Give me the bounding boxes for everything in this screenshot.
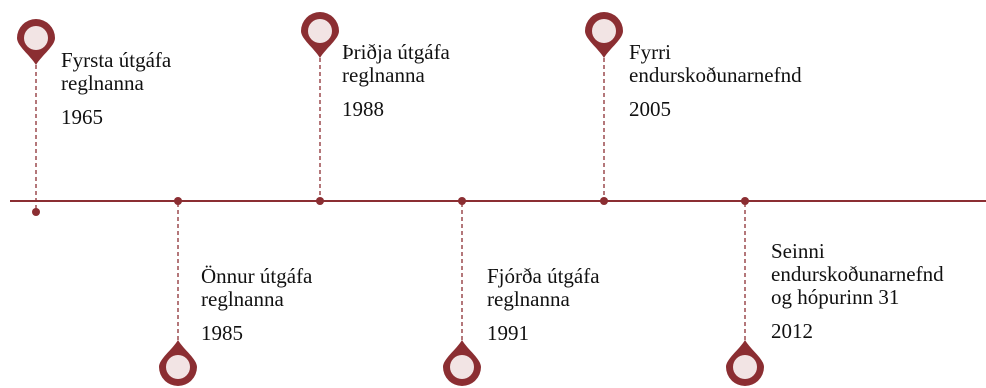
event-5-pin	[585, 12, 623, 205]
event-1-pin	[17, 19, 55, 216]
event-4-label: Fjórða útgáfa reglnanna 1991	[487, 265, 600, 345]
event-2-year: 1985	[201, 321, 243, 345]
event-2-label: Önnur útgáfa reglnanna 1985	[201, 265, 312, 345]
event-4-axis-dot	[458, 197, 466, 205]
event-1-axis-dot	[32, 208, 40, 216]
event-4-pin	[443, 197, 481, 386]
event-3-year: 1988	[342, 97, 384, 121]
event-2-marker-center	[166, 355, 190, 379]
event-6-title: Seinni endurskoðunarnefnd og hópurinn 31	[771, 239, 944, 309]
event-1-label: Fyrsta útgáfa reglnanna 1965	[61, 49, 171, 129]
event-4-marker-center	[450, 355, 474, 379]
event-5-label: Fyrri endurskoðunarnefnd 2005	[629, 41, 802, 121]
event-2-pin	[159, 197, 197, 386]
event-6-axis-dot	[741, 197, 749, 205]
event-5-year: 2005	[629, 97, 671, 121]
event-6-year: 2012	[771, 319, 813, 343]
event-6-pin	[726, 197, 764, 386]
event-6-marker-center	[733, 355, 757, 379]
event-4-year: 1991	[487, 321, 529, 345]
event-6-label: Seinni endurskoðunarnefnd og hópurinn 31…	[771, 240, 944, 343]
event-3-marker-center	[308, 19, 332, 43]
event-3-label: Þriðja útgáfa reglnanna 1988	[342, 41, 450, 121]
event-1-year: 1965	[61, 105, 103, 129]
event-1-title: Fyrsta útgáfa reglnanna	[61, 48, 172, 95]
event-5-title: Fyrri endurskoðunarnefnd	[629, 40, 802, 87]
event-2-title: Önnur útgáfa reglnanna	[201, 264, 313, 311]
event-2-axis-dot	[174, 197, 182, 205]
event-3-pin	[301, 12, 339, 205]
event-3-title: Þriðja útgáfa reglnanna	[342, 40, 450, 87]
event-1-marker-center	[24, 26, 48, 50]
event-3-axis-dot	[316, 197, 324, 205]
event-5-axis-dot	[600, 197, 608, 205]
event-5-marker-center	[592, 19, 616, 43]
timeline-pins	[17, 12, 764, 386]
event-4-title: Fjórða útgáfa reglnanna	[487, 264, 600, 311]
